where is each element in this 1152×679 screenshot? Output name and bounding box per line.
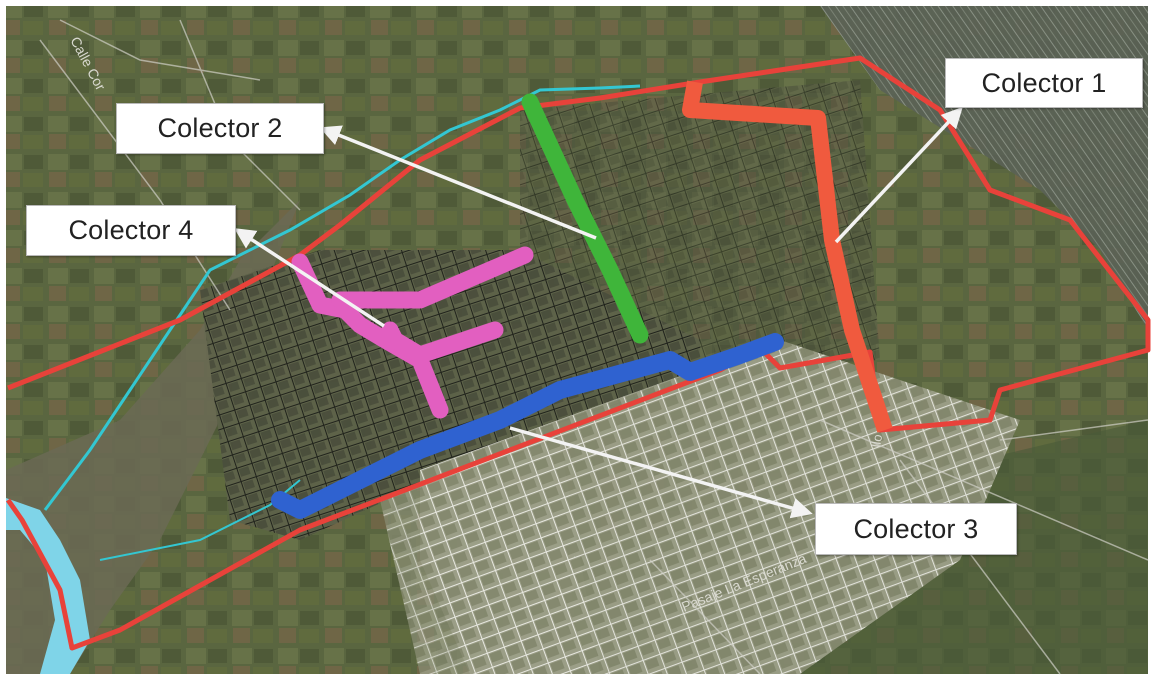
- arrow-colector-4: [234, 228, 385, 328]
- colector-1-line: [682, 80, 893, 433]
- street-label-right: llo: [868, 433, 885, 448]
- label-colector-3: Colector 3: [815, 503, 1017, 555]
- river-line: [43, 84, 641, 511]
- arrow-colector-2: [319, 125, 597, 240]
- label-colector-4: Colector 4: [26, 205, 236, 256]
- colector-3-line: [271, 333, 784, 519]
- arrow-colector-3: [509, 426, 813, 519]
- arrow-colector-1: [834, 106, 963, 244]
- label-colector-2: Colector 2: [116, 103, 324, 154]
- colector-4-line: [291, 246, 534, 419]
- project-boundary: [5, 55, 1151, 651]
- label-colector-1: Colector 1: [945, 58, 1143, 108]
